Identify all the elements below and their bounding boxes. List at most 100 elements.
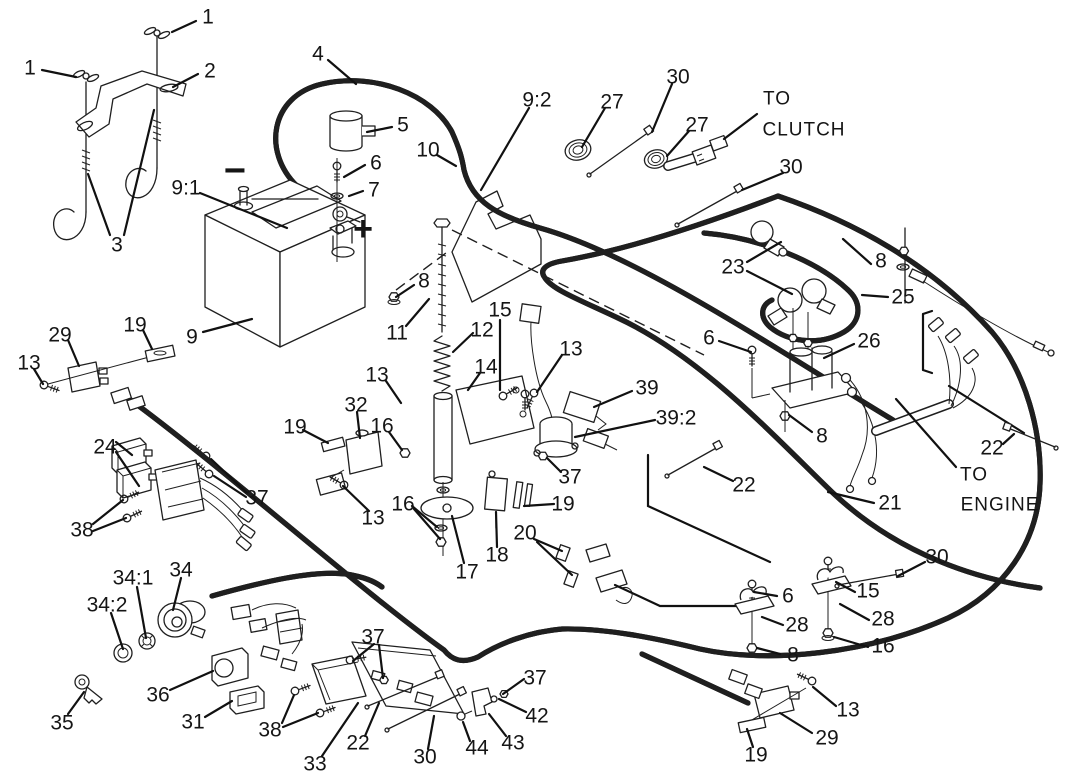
battery-holddown-rods: [54, 25, 172, 240]
cable-tie-22-bottom: [365, 670, 444, 709]
callout-label: 19: [283, 415, 307, 439]
battery-terminal-hardware: [330, 158, 400, 305]
callout-label: 39: [635, 376, 659, 400]
annotation-text: ENGINE: [960, 494, 1040, 516]
clutch-connector: [668, 136, 728, 166]
holddown-bracket: [76, 71, 186, 137]
cable-tie-22-right: [1003, 422, 1058, 450]
relay-fuse-cluster: [112, 438, 257, 552]
callout-label: 37: [558, 465, 582, 489]
key-switch-cluster: [75, 601, 306, 714]
callout-label: 10: [416, 138, 440, 162]
callout-label: 19: [551, 492, 575, 516]
template-9-2: [452, 191, 541, 302]
callout-label: 22: [732, 473, 756, 497]
ignition-harness: [231, 604, 306, 671]
callout-label: 9:2: [522, 88, 552, 112]
callout-label: 14: [474, 355, 498, 379]
callout-label: 44: [465, 736, 489, 760]
callout-label: 23: [721, 255, 745, 279]
callout-label: 31: [181, 710, 205, 734]
callout-label: 16: [370, 414, 394, 438]
callout-label: 19: [744, 743, 768, 767]
callout-label: 37: [523, 666, 547, 690]
callout-label: 29: [815, 726, 839, 750]
callout-label: 17: [455, 560, 479, 584]
callout-label: 9: [186, 325, 198, 349]
sensor-39-group: [520, 304, 617, 461]
cable-tie-30-a: [587, 125, 654, 177]
callout-label: 37: [361, 625, 385, 649]
callout-label: 13: [361, 506, 385, 530]
callout-label: 4: [312, 42, 324, 66]
fuses-20: [556, 544, 632, 603]
switch-29-right: [738, 670, 818, 733]
callout-label: 13: [559, 337, 583, 361]
callout-label: 34: [169, 558, 193, 582]
battery-polarity-symbol: −: [223, 150, 247, 192]
switch-32: [316, 430, 382, 495]
callout-label: 18: [485, 543, 509, 567]
leader-lines: [34, 21, 1024, 756]
callout-label: 12: [470, 318, 494, 342]
callout-label: 15: [856, 579, 880, 603]
callout-label: 22: [980, 436, 1004, 460]
module-33-group: [289, 642, 466, 732]
callout-label: 13: [365, 363, 389, 387]
callout-label: 1: [24, 56, 36, 80]
callout-label: 22: [346, 731, 370, 755]
callout-label: 38: [258, 718, 282, 742]
callout-label: 34:2: [86, 593, 128, 617]
harness-stud-hardware: [896, 228, 1054, 356]
key-35: [75, 675, 102, 704]
clamp-set-right: [812, 556, 851, 640]
callout-label: 37: [245, 486, 269, 510]
button-switch-36: [212, 648, 248, 686]
terminal-cap: [330, 111, 375, 151]
cable-tie-22-mid: [665, 440, 722, 478]
callout-label: 30: [666, 65, 690, 89]
callout-label: 30: [925, 545, 949, 569]
battery: [205, 180, 365, 347]
callout-label: 6: [782, 584, 794, 608]
callout-label: 3: [111, 233, 123, 257]
grommet-27-left: [562, 136, 594, 164]
callout-label: 16: [391, 492, 415, 516]
callout-label: 20: [513, 521, 537, 545]
callout-label: 25: [891, 285, 915, 309]
callout-label: 33: [303, 752, 327, 776]
solenoid-26: [747, 308, 876, 493]
boots-23: [751, 221, 835, 325]
callout-label: 13: [836, 698, 860, 722]
annotation-text: CLUTCH: [762, 119, 846, 141]
callout-label: 29: [48, 323, 72, 347]
callout-label: 42: [525, 704, 549, 728]
engine-bundle: [876, 311, 980, 431]
callout-label: 8: [816, 424, 828, 448]
callout-label: 28: [871, 607, 895, 631]
callout-label: 16: [871, 634, 895, 658]
callout-label: 24: [93, 435, 117, 459]
callout-label: 8: [418, 269, 430, 293]
battery-negative-post: [235, 187, 319, 211]
switch-18: [485, 471, 533, 528]
callout-label: 11: [386, 321, 408, 345]
bracket-43-group: [457, 688, 509, 720]
callout-label: 13: [17, 351, 41, 375]
callout-label: 43: [501, 731, 525, 755]
callout-label: 5: [397, 113, 409, 137]
callout-label: 8: [787, 643, 799, 667]
switch-29-left: [38, 345, 175, 410]
callout-label: 26: [857, 329, 881, 353]
bottom-stub-connectors: [729, 670, 762, 699]
callout-label: 15: [488, 298, 512, 322]
disc-17: [421, 497, 473, 519]
callout-label: 27: [685, 113, 709, 137]
callout-label: 6: [370, 151, 382, 175]
harness-main: [125, 81, 1040, 706]
callout-label: 27: [600, 90, 624, 114]
callout-label: 30: [413, 745, 437, 769]
callout-label: 6: [703, 326, 715, 350]
